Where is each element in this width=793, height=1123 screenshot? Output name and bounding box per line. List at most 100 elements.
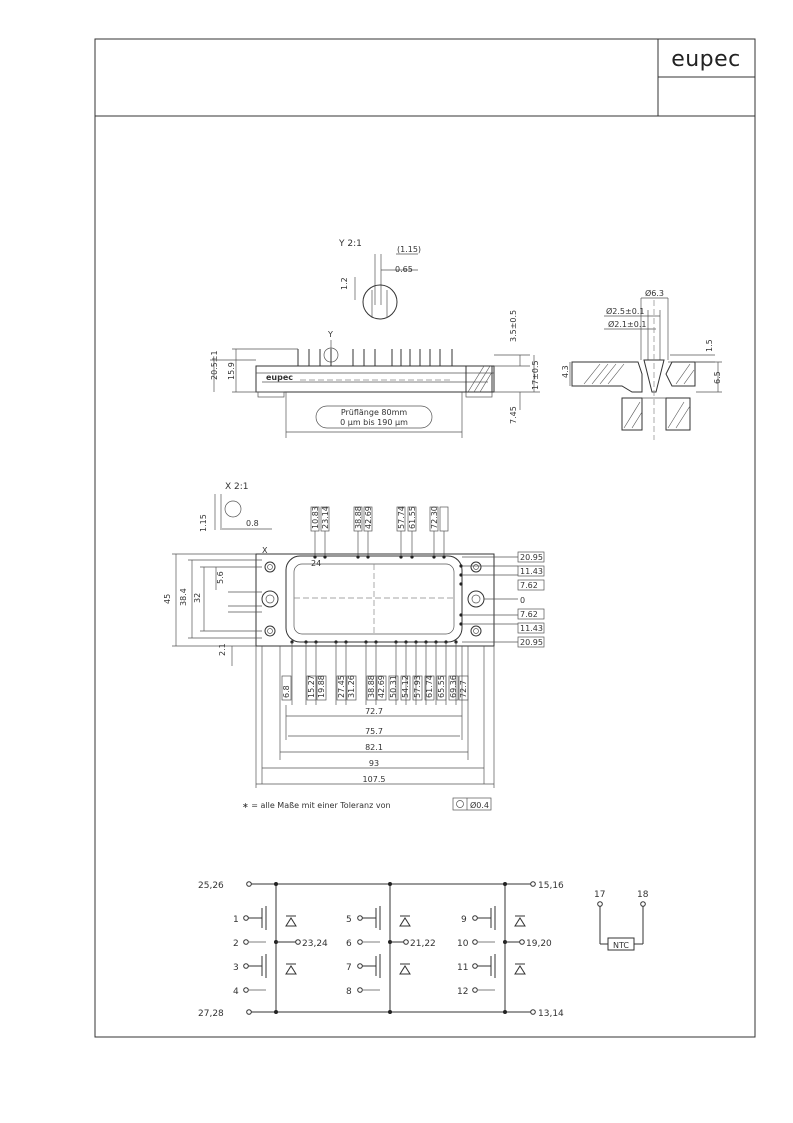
pins-27-28: 27,28 xyxy=(198,1009,224,1019)
brand-logo: eupec xyxy=(671,47,741,72)
marker-x: X xyxy=(262,546,268,555)
gate-9: 9 xyxy=(461,915,467,925)
dim-4-3: 4.3 xyxy=(561,365,570,378)
top-dim-1: 10.83 xyxy=(311,506,320,529)
test-range: 0 µm bis 190 µm xyxy=(340,418,408,427)
phase-1 xyxy=(243,882,301,1014)
ntc-pin-18: 18 xyxy=(637,890,649,900)
top-dim-5: 57.74 xyxy=(397,506,406,529)
gate-7: 7 xyxy=(346,963,352,973)
right-dim-4: 0 xyxy=(520,596,525,605)
top-dimension-stack: 10.83 23.14 38.88 42.69 57.74 61.55 72.3… xyxy=(310,506,449,556)
bottom-dim-1: 6.8 xyxy=(282,685,291,698)
right-dim-2: 11.43 xyxy=(520,567,543,576)
bottom-dim-9: 54.12 xyxy=(401,675,410,698)
gate-5: 5 xyxy=(346,915,352,925)
bottom-dim-11: 61.74 xyxy=(425,675,434,698)
dim-75-7: 75.7 xyxy=(365,727,383,736)
pins-15-16: 15,16 xyxy=(538,881,564,891)
detail-y-label: Y 2:1 xyxy=(338,239,362,249)
pin-24-label: 24 xyxy=(311,559,321,568)
pins-25-26: 25,26 xyxy=(198,881,224,891)
side-pins xyxy=(297,349,453,366)
emitter-6: 6 xyxy=(346,939,352,949)
output-23-24: 23,24 xyxy=(302,939,328,949)
detail-x-label: X 2:1 xyxy=(225,482,249,492)
overall-dimensions: 72.7 75.7 82.1 93 107.5 xyxy=(255,646,495,788)
top-dim-6: 61.55 xyxy=(408,506,417,529)
circuit-schematic: 25,26 15,16 27,28 13,14 xyxy=(198,881,649,1019)
emitter-12: 12 xyxy=(457,987,468,997)
right-dim-6: 11.43 xyxy=(520,624,543,633)
dim-93: 93 xyxy=(369,759,379,768)
emitter-10: 10 xyxy=(457,939,469,949)
part-marking: eupec xyxy=(266,373,293,382)
dim-d6-3: Ø6.3 xyxy=(645,288,664,298)
dim-x-0-8: 0.8 xyxy=(246,519,259,528)
right-dim-5: 7.62 xyxy=(520,610,538,619)
output-21-22: 21,22 xyxy=(410,939,436,949)
pins-13-14: 13,14 xyxy=(538,1009,564,1019)
tolerance-value: Ø0.4 xyxy=(470,800,489,810)
right-dim-3: 7.62 xyxy=(520,581,538,590)
dim-38-4: 38.4 xyxy=(179,588,188,606)
dim-d2-1: Ø2.1±0.1 xyxy=(608,319,646,329)
dim-x-1-15: 1.15 xyxy=(199,514,208,532)
dim-107-5: 107.5 xyxy=(363,775,386,784)
test-length: Prüflänge 80mm xyxy=(341,408,408,417)
bottom-dim-3: 19.88 xyxy=(317,675,326,698)
dim-32: 32 xyxy=(193,593,202,603)
dim-82-1: 82.1 xyxy=(365,743,383,752)
top-dim-2: 23.14 xyxy=(321,506,330,529)
gate-11: 11 xyxy=(457,963,468,973)
dim-6-5: 6.5 xyxy=(713,371,722,384)
dim-20-5: 20.5±1 xyxy=(210,350,219,380)
emitter-8: 8 xyxy=(346,987,352,997)
dim-45: 45 xyxy=(163,594,172,604)
ntc-pin-17: 17 xyxy=(594,890,605,900)
emitter-2: 2 xyxy=(233,939,239,949)
dim-3-5: 3.5±0.5 xyxy=(509,310,518,342)
bottom-dim-6: 38.88 xyxy=(367,675,376,698)
phase-2 xyxy=(357,882,411,1014)
ntc-thermistor: NTC xyxy=(597,901,646,951)
tolerance-note: ∗ = alle Maße mit einer Toleranz von xyxy=(242,801,391,810)
mount-detail: Ø6.3 Ø2.5±0.1 Ø2.1±0.1 1.5 4. xyxy=(561,288,722,440)
phase-3 xyxy=(472,882,526,1014)
bottom-dim-14: 72.7 xyxy=(459,680,468,698)
dim-72-7: 72.7 xyxy=(365,707,383,716)
bottom-dim-12: 65.55 xyxy=(437,675,446,698)
dim-17: 17±0.5 xyxy=(531,360,540,390)
ntc-label: NTC xyxy=(613,941,629,950)
end-section xyxy=(465,365,493,393)
top-pin-row xyxy=(313,555,446,559)
emitter-4: 4 xyxy=(233,987,239,997)
bottom-dim-10: 57.93 xyxy=(413,675,422,698)
top-dim-4: 42.69 xyxy=(364,506,373,529)
dim-5-6: 5.6 xyxy=(216,571,225,584)
dim-1-15: (1.15) xyxy=(397,245,421,254)
top-dim-3: 38.88 xyxy=(354,506,363,529)
bottom-dim-7: 42.69 xyxy=(377,675,386,698)
top-view: X 2:1 1.15 0.8 X 10.83 23.14 38.88 42.69… xyxy=(163,482,545,811)
bottom-dim-4: 27.45 xyxy=(337,675,346,698)
dim-d2-5: Ø2.5±0.1 xyxy=(606,306,644,316)
side-view: Y 2:1 (1.15) 0.65 1.2 Y xyxy=(210,239,540,438)
bottom-dim-13: 69.36 xyxy=(449,675,458,698)
bottom-dim-5: 31.26 xyxy=(347,675,356,698)
dim-7-45: 7.45 xyxy=(509,406,518,424)
right-dimension-stack: 20.95 11.43 7.62 0 7.62 11.43 20.95 xyxy=(462,551,545,648)
dim-2-1: 2.1 xyxy=(218,643,227,656)
gate-1: 1 xyxy=(233,915,239,925)
bottom-dim-8: 50.31 xyxy=(389,675,398,698)
output-19-20: 19,20 xyxy=(526,939,552,949)
frame xyxy=(94,38,756,1038)
dim-1-2: 1.2 xyxy=(340,277,349,290)
bottom-dim-2: 15.27 xyxy=(307,675,316,698)
right-dim-1: 20.95 xyxy=(520,553,543,562)
dim-15-9: 15.9 xyxy=(227,362,236,380)
gate-3: 3 xyxy=(233,963,239,973)
dim-1-5: 1.5 xyxy=(705,339,714,352)
dim-0-65: 0.65 xyxy=(395,265,413,274)
